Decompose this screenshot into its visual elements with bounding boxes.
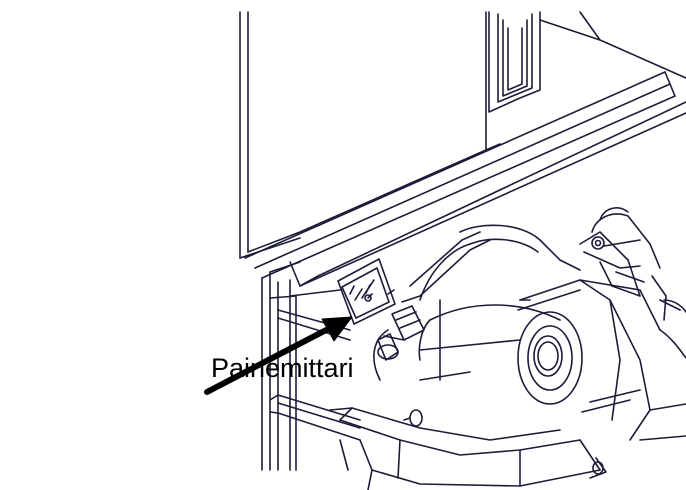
upper-cabinet [239,11,501,259]
upper-valve [579,207,681,321]
callout-arrow [204,316,353,395]
housing-bolt [403,409,423,427]
pump-housing [339,224,601,490]
shelf-rail [244,71,686,287]
left-frame [261,261,361,471]
gauge-callout-label: Painemittari [211,353,354,383]
pump-motor [517,279,661,441]
cabinet-latch [488,11,541,113]
gauge-pipe [401,231,491,303]
pressure-gauge [337,258,396,325]
right-panel [539,11,686,79]
right-pipe [589,299,686,479]
pump-base [329,407,353,471]
